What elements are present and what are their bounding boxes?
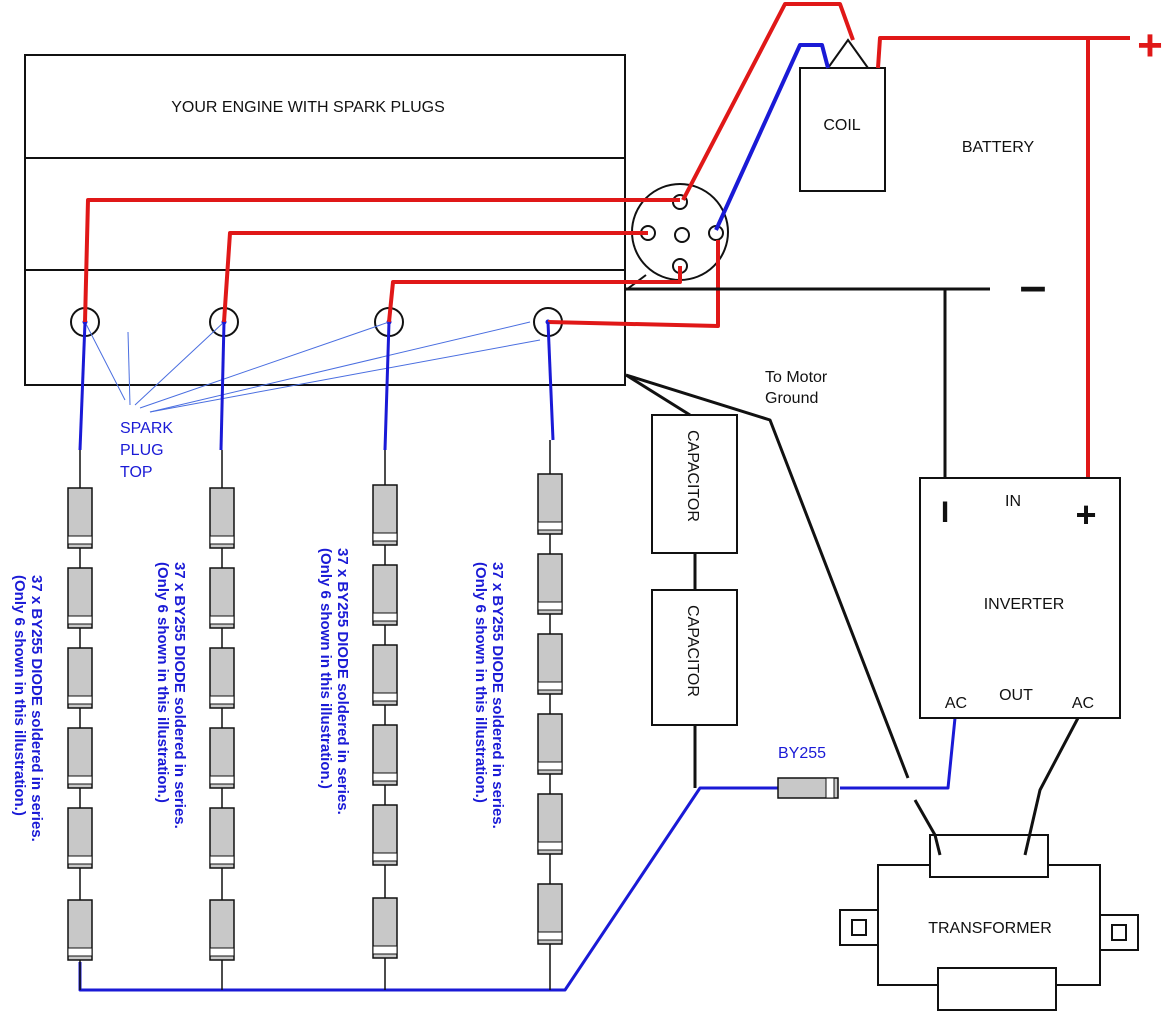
transformer-label: TRANSFORMER	[928, 920, 1052, 937]
inverter-label: INVERTER	[984, 596, 1065, 613]
diode-chain-1	[67, 450, 93, 990]
battery-minus-label: –	[1020, 260, 1047, 313]
by255-diode	[777, 777, 839, 799]
ground-wires	[625, 287, 990, 779]
diode-chain-4-label-line2: (Only 6 shown in this illustration.)	[472, 562, 489, 803]
hot-wires	[83, 2, 1130, 478]
battery-label: BATTERY	[962, 139, 1035, 156]
inverter-in-label: IN	[1005, 493, 1021, 510]
diode-chain-3-label-line2: (Only 6 shown in this illustration.)	[317, 548, 334, 789]
engine-label: YOUR ENGINE WITH SPARK PLUGS	[171, 99, 445, 116]
capacitor-2-label: CAPACITOR	[684, 605, 701, 697]
inverter-plus-label: +	[1075, 494, 1096, 535]
motor-ground-label-2: Ground	[765, 390, 818, 407]
inverter	[919, 477, 1121, 719]
diode-chain-2-label-line2: (Only 6 shown in this illustration.)	[154, 562, 171, 803]
inverter-minus-label: I	[941, 496, 949, 529]
diode-chain-1-label-line1: 37 x BY255 DIODE soldered in series.	[28, 575, 45, 842]
diode-chain-2-label-line1: 37 x BY255 DIODE soldered in series.	[171, 562, 188, 829]
ignition-coil	[799, 38, 886, 192]
diode-chain-4	[537, 440, 563, 990]
inverter-out-label: OUT	[999, 687, 1033, 704]
battery-plus-label: +	[1137, 21, 1163, 70]
inverter-ac-left-label: AC	[945, 695, 967, 712]
by255-label: BY255	[778, 745, 826, 762]
spark-plug-top-label-3: TOP	[120, 464, 153, 481]
spark-plug-top-label-1: SPARK	[120, 420, 173, 437]
diode-chain-3-label-line1: 37 x BY255 DIODE soldered in series.	[334, 548, 351, 815]
coil-label: COIL	[823, 117, 860, 134]
capacitor-1-label: CAPACITOR	[684, 430, 701, 522]
engine-block	[24, 54, 626, 386]
spark-plug-top-label-2: PLUG	[120, 442, 164, 459]
transformer-primary-wires	[913, 717, 1080, 856]
diode-chain-3	[372, 450, 398, 990]
inverter-ac-right-label: AC	[1072, 695, 1094, 712]
spark-plug-pointer-lines	[84, 321, 541, 413]
motor-ground-label-1: To Motor	[765, 369, 828, 386]
diode-chain-2	[209, 450, 235, 990]
diode-chain-1-label-line2: (Only 6 shown in this illustration.)	[11, 575, 28, 816]
coil-to-distributor-wire	[714, 43, 830, 231]
diode-chain-4-label-line1: 37 x BY255 DIODE soldered in series.	[489, 562, 506, 829]
